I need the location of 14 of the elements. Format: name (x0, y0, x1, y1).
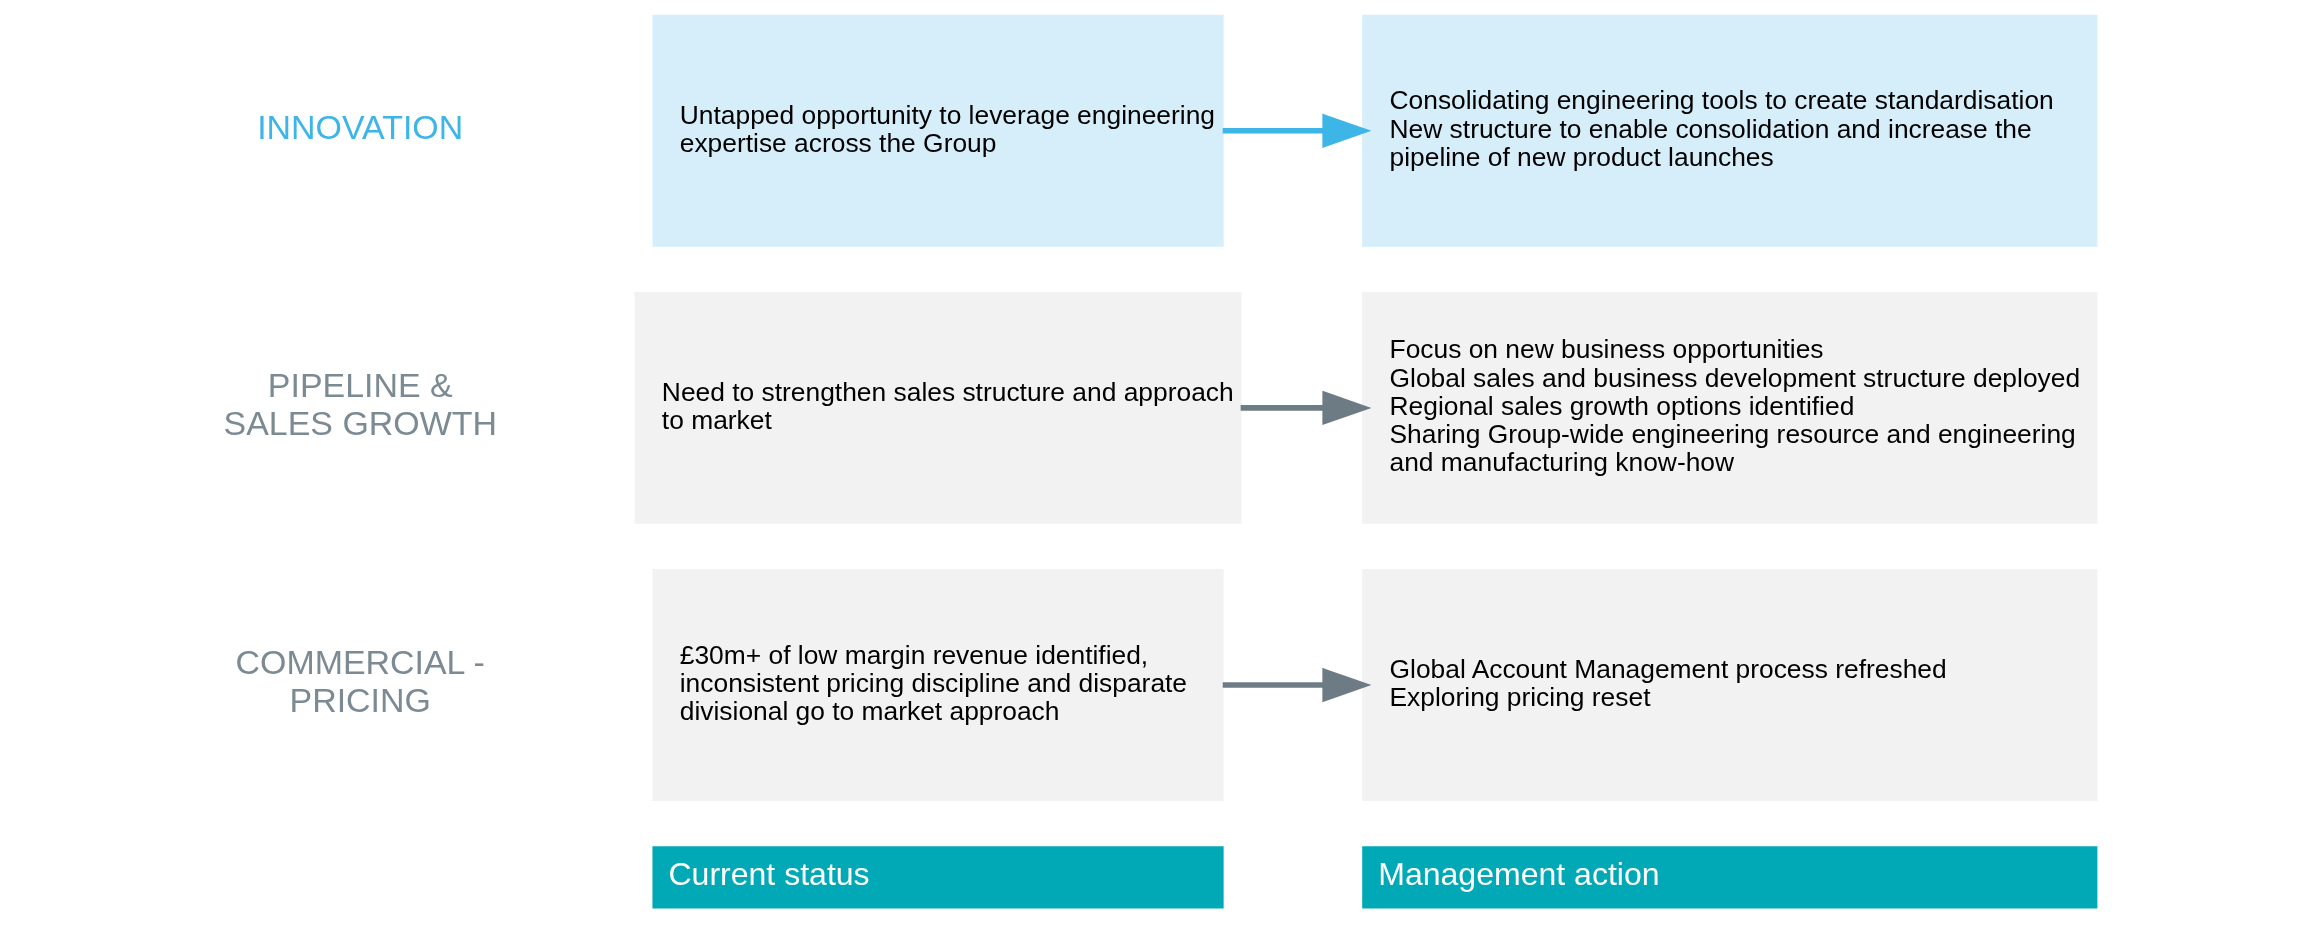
label: PIPELINE & SALES GROWTH (223, 366, 497, 443)
label: COMMERCIAL - PRICING (235, 643, 485, 720)
label: INNOVATION (256, 108, 463, 147)
node-box: Current status (651, 846, 1224, 909)
arrow (1222, 667, 1371, 703)
arrow (1240, 390, 1371, 426)
node-box: Consolidating engineering tools to create standardisation New structure to enable consolidation and increase the pipeline of new product launches (1361, 14, 2097, 247)
node-box: Need to strengthen sales structure and approach to market (634, 291, 1242, 524)
node-box: £30m+ of low margin revenue identified, inconsistent pricing discipline and disparate divisional go to market approach (651, 569, 1224, 801)
node-box: Focus on new business opportunities Global sales and business development structure deployed Regional sales growth options identified Sharing Group-wide engineering resource and engineering and manufacturing know-how (1361, 291, 2097, 524)
arrow (1222, 113, 1371, 148)
node-box: Management action (1361, 846, 2097, 909)
node-box: Untapped opportunity to leverage engineering expertise across the Group (651, 14, 1224, 247)
node-box: Global Account Management process refreshed Exploring pricing reset (1361, 569, 2097, 801)
